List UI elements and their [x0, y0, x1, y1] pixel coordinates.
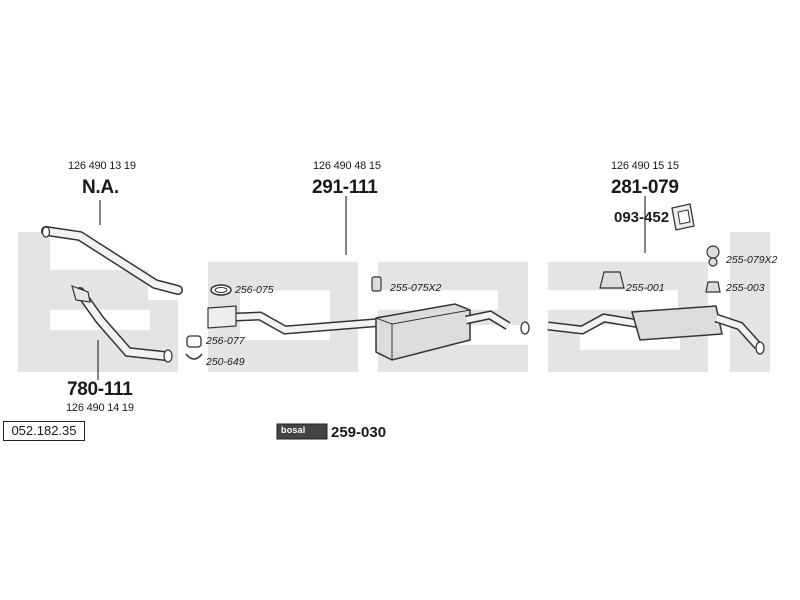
mount-255-001	[599, 271, 625, 289]
kit-part-number[interactable]: 259-030	[331, 424, 387, 441]
rubber-255-003	[705, 281, 721, 293]
kit-badge-shape	[276, 423, 328, 440]
oe-number-center-silencer: 126 490 48 15	[313, 160, 381, 172]
accessory-label[interactable]: 250-649	[206, 356, 245, 368]
part-number-rear-silencer[interactable]: 281-079	[611, 177, 679, 198]
clamp-256-075	[210, 284, 232, 296]
rubber-255-075	[371, 276, 382, 292]
accessory-label[interactable]: 255-079X2	[726, 254, 778, 266]
accessory-label[interactable]: 255-001	[626, 282, 665, 294]
rubber-255-079	[706, 245, 720, 267]
front-pipe-2-shape	[71, 285, 173, 363]
oe-number-front-pipe-2: 126 490 14 19	[66, 402, 134, 414]
leader-lines	[97, 196, 646, 380]
part-number-center-silencer[interactable]: 291-111	[312, 177, 378, 198]
accessory-label[interactable]: 256-075	[235, 284, 274, 296]
front-pipe-shape	[41, 226, 183, 295]
part-number-front-pipe[interactable]: N.A.	[82, 177, 119, 198]
part-number-bracket[interactable]: 093-452	[614, 209, 670, 226]
accessory-label[interactable]: 255-075X2	[390, 282, 442, 294]
diagram-reference: 052.182.35	[3, 421, 85, 441]
oe-number-front-pipe: 126 490 13 19	[68, 160, 136, 172]
clamp-256-077	[186, 335, 202, 348]
clamp-250-649	[185, 353, 203, 360]
part-number-front-pipe-2[interactable]: 780-111	[67, 379, 133, 400]
accessory-label[interactable]: 256-077	[206, 335, 245, 347]
rear-silencer-shape	[547, 305, 765, 355]
oe-number-rear-silencer: 126 490 15 15	[611, 160, 679, 172]
accessory-label[interactable]: 255-003	[726, 282, 765, 294]
center-silencer-shape	[207, 303, 530, 361]
kit-badge-label: bosal	[281, 425, 306, 435]
bracket-093-452	[671, 203, 695, 231]
